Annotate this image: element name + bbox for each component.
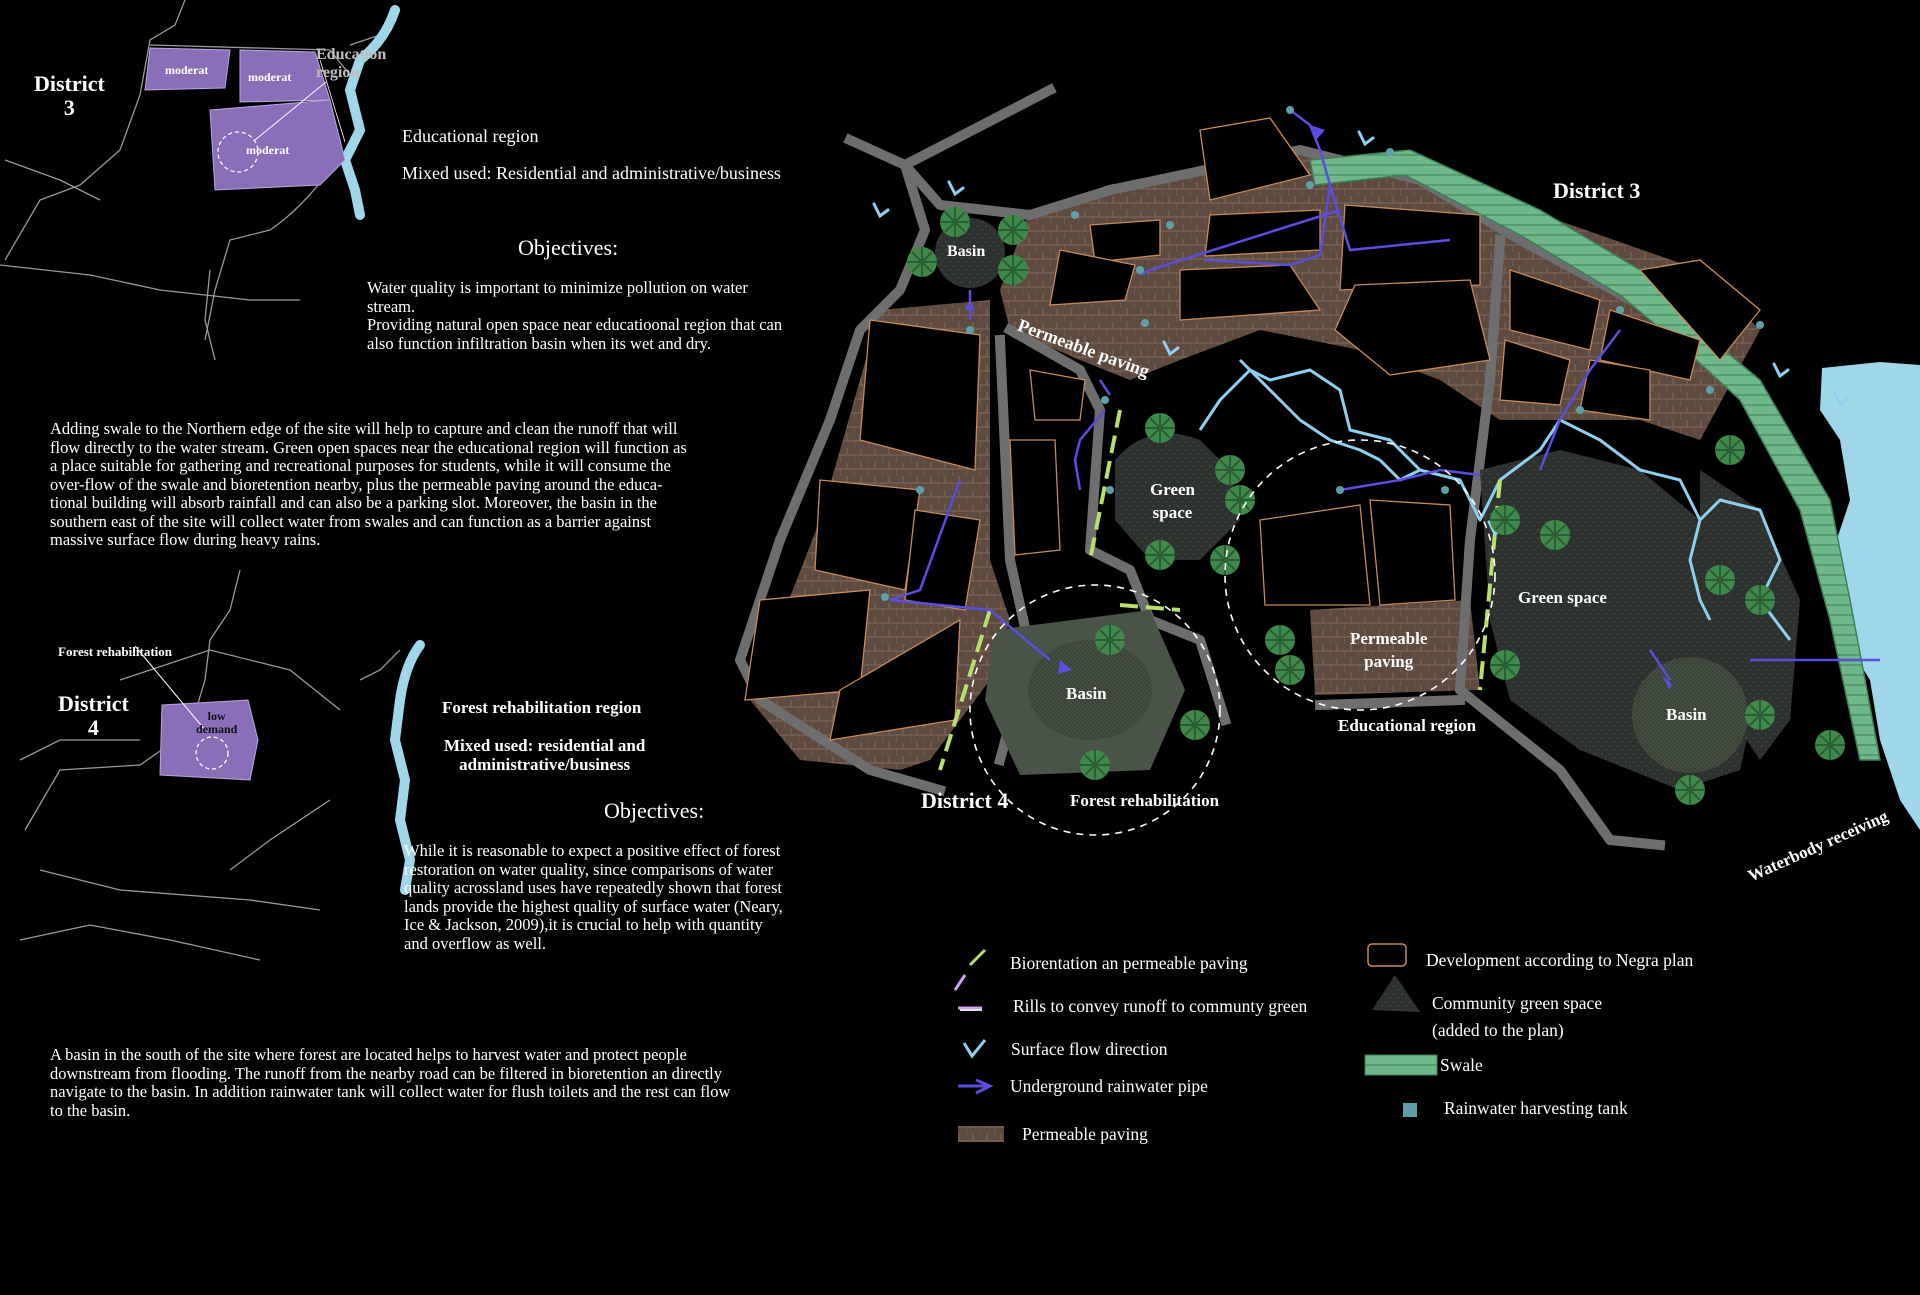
middle-paragraph: Adding swale to the Northern edge of the… xyxy=(50,419,687,549)
district3-zone-label-c: moderat xyxy=(246,143,290,157)
district4-label: District 4 xyxy=(58,691,129,740)
map-label-green-space-center: Green space xyxy=(1150,480,1196,522)
legend-surface-flow-icon xyxy=(962,1039,987,1059)
legend-label-pipe: Underground rainwater pipe xyxy=(1010,1076,1208,1096)
legend-label-paving: Permeable paving xyxy=(1022,1124,1148,1144)
legend-tank-icon xyxy=(1403,1103,1417,1117)
district3-region-callout: Education region xyxy=(316,46,387,81)
district3-focus-circle xyxy=(217,131,259,173)
bottom-paragraph: A basin in the south of the site where f… xyxy=(50,1045,731,1120)
district3-zone-a xyxy=(144,47,231,91)
legend-label-bioretention: Biorentation an permeable paving xyxy=(1010,953,1248,973)
district3-zone-c xyxy=(209,99,346,191)
district3-inset-svg xyxy=(0,0,401,361)
district4-focus-circle xyxy=(195,736,229,770)
district3-label: District 3 xyxy=(34,71,105,120)
legend-rill-icon xyxy=(953,974,982,1010)
district3-inset-map: District 3 moderat moderat moderat Educa… xyxy=(0,0,420,370)
map-label-basin-south: Basin xyxy=(1066,684,1107,703)
map-label-basin-east: Basin xyxy=(1666,705,1707,724)
legend-community-green-icon xyxy=(1372,975,1420,1012)
legend-label-tank: Rainwater harvesting tank xyxy=(1444,1098,1628,1118)
district4-inset-map: District 4 Forest rehabilitation low dem… xyxy=(0,569,440,970)
map-label-district3: District 3 xyxy=(1553,178,1641,203)
district4-zone-label: low demand xyxy=(196,709,238,736)
district3-info-leader xyxy=(319,59,346,143)
legend-swale-icon xyxy=(1364,1054,1438,1076)
pipe-arrowheads xyxy=(965,125,1672,690)
district3-info-line-2: Mixed used: Residential and administrati… xyxy=(402,163,781,183)
district3-callout-line xyxy=(254,81,327,141)
district4-zone xyxy=(159,699,259,781)
district4-stream xyxy=(389,640,425,895)
district4-inset-svg xyxy=(19,569,425,961)
basins xyxy=(935,218,1748,775)
legend-bioretention-icon xyxy=(968,948,987,967)
forest-focus-circle xyxy=(969,584,1221,836)
underground-pipes xyxy=(889,109,1880,681)
district4-region-title: Forest rehabilitation region xyxy=(442,698,642,717)
map-label-basin-north: Basin xyxy=(947,243,986,260)
district4-mixed-use: Mixed used: residential and administrati… xyxy=(444,736,646,774)
legend-label-swale: Swale xyxy=(1440,1055,1483,1075)
district3-zone-label-a: moderat xyxy=(165,63,209,77)
map-label-permeable-paving-block: Permeable paving xyxy=(1350,629,1428,671)
waterbody-receiving xyxy=(1820,362,1920,830)
district4-callout-line xyxy=(134,645,206,731)
map-label-educational-region: Educational region xyxy=(1338,716,1477,735)
district3-stream xyxy=(339,5,400,220)
map-label-district4: District 4 xyxy=(921,788,1009,813)
district4-objectives-text: While it is reasonable to expect a posit… xyxy=(404,841,783,953)
district3-objectives-title: Objectives: xyxy=(518,235,619,260)
development-lots xyxy=(744,117,1761,741)
legend-paving-swatch-icon xyxy=(958,1126,1004,1142)
legend-development-outline-icon xyxy=(1367,943,1407,967)
rainwater-tanks xyxy=(881,106,1764,601)
legend-label-surface-flow: Surface flow direction xyxy=(1011,1039,1168,1059)
district3-info-line-1: Educational region xyxy=(402,126,539,146)
legend-pipe-arrow-icon xyxy=(958,1078,994,1095)
district4-callout: Forest rehabilitation xyxy=(58,644,172,659)
district3-zone-label-b: moderat xyxy=(248,70,292,84)
legend-symbols xyxy=(953,943,1438,1142)
map-label-forest-rehabilitation: Forest rehabilitation xyxy=(1070,791,1220,810)
education-focus-circle xyxy=(1224,439,1496,711)
legend-label-development: Development according to Negra plan xyxy=(1426,950,1694,970)
map-label-green-space-east: Green space xyxy=(1518,588,1607,607)
district4-objectives-title: Objectives: xyxy=(604,798,705,823)
legend-label-community-green: Community green space (added to the plan… xyxy=(1432,993,1603,1040)
legend-label-rills: Rills to convey runoff to communty green xyxy=(1013,996,1308,1016)
district3-objectives-text: Water quality is important to minimize p… xyxy=(367,278,783,353)
